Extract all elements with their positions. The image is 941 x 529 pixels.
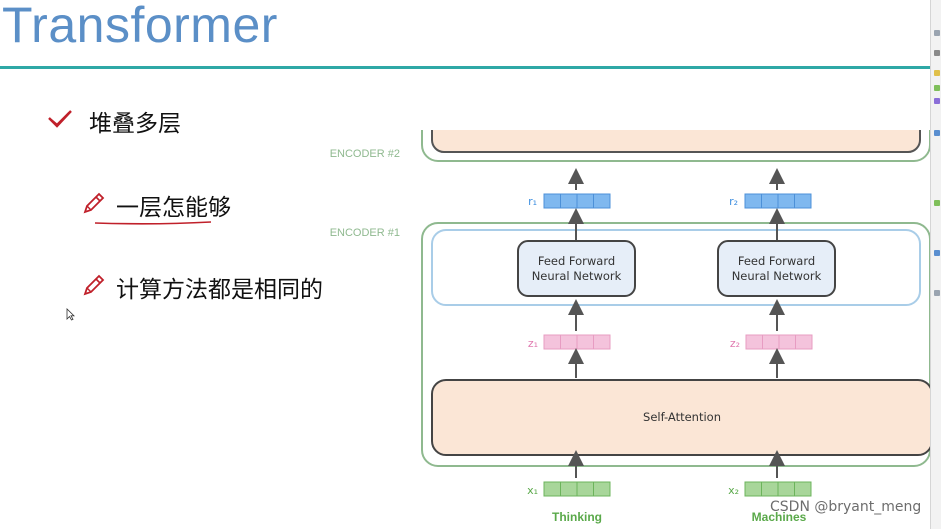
ffn-label-line1: Feed Forward xyxy=(738,254,815,268)
bullet-text: 计算方法都是相同的 xyxy=(116,277,323,303)
pencil-icon xyxy=(82,191,106,219)
right-toolbar-strip xyxy=(930,0,941,529)
z2-label: z₂ xyxy=(730,337,740,350)
slide-title: Transformer xyxy=(2,0,278,53)
encoder1-label: ENCODER #1 xyxy=(330,227,400,239)
ffn-label-line1: Feed Forward xyxy=(538,254,615,268)
encoder1-box xyxy=(421,222,930,467)
ffn-label-line2: Neural Network xyxy=(732,269,822,283)
pencil-icon xyxy=(82,273,106,301)
toolbar-swatch xyxy=(934,50,940,56)
x1-label: x₁ xyxy=(527,484,538,497)
x2-label: x₂ xyxy=(728,484,739,497)
encoder-stack-diagram: ENCODER #2 r₁ r₂ ENCODER #1 Feed Forward… xyxy=(330,130,930,524)
r2-label: r₂ xyxy=(729,195,738,208)
ffn-band xyxy=(431,229,921,306)
encoder2-box xyxy=(421,130,930,162)
toolbar-swatch xyxy=(934,70,940,76)
encoder2-label: ENCODER #2 xyxy=(330,148,400,160)
r2-vector: r₂ xyxy=(729,193,812,209)
watermark: CSDN @bryant_meng xyxy=(770,499,922,515)
ffn-box-1: Feed Forward Neural Network xyxy=(517,240,636,297)
toolbar-swatch xyxy=(934,130,940,136)
z2-vector: z₂ xyxy=(730,334,813,350)
encoder2-inner-box xyxy=(431,130,921,153)
x1-vector: x₁ xyxy=(527,481,611,497)
title-rule xyxy=(0,66,930,69)
check-icon xyxy=(47,109,73,133)
r1-vector: r₁ xyxy=(528,193,611,209)
z1-label: z₁ xyxy=(528,337,538,350)
bullet-one-layer: 一层怎能够 xyxy=(82,188,231,222)
x2-vector: x₂ xyxy=(728,481,812,497)
toolbar-swatch xyxy=(934,85,940,91)
handwritten-underline xyxy=(94,221,212,225)
word-thinking: Thinking xyxy=(552,510,602,524)
ffn-box-2: Feed Forward Neural Network xyxy=(717,240,836,297)
toolbar-swatch xyxy=(934,98,940,104)
bullet-same-computation: 计算方法都是相同的 xyxy=(82,270,323,304)
bullet-stack-layers: 堆叠多层 xyxy=(47,104,181,138)
mouse-pointer-icon xyxy=(66,308,75,321)
self-attention-box xyxy=(431,379,930,456)
toolbar-swatch xyxy=(934,30,940,36)
bullet-text: 堆叠多层 xyxy=(89,111,181,137)
word-machines: Machines xyxy=(752,510,807,524)
self-attention-label: Self-Attention xyxy=(643,410,721,424)
z1-vector: z₁ xyxy=(528,334,611,350)
r1-label: r₁ xyxy=(528,195,537,208)
toolbar-swatch xyxy=(934,250,940,256)
bullet-text: 一层怎能够 xyxy=(116,195,231,221)
ffn-label-line2: Neural Network xyxy=(532,269,622,283)
toolbar-swatch xyxy=(934,200,940,206)
toolbar-swatch xyxy=(934,290,940,296)
